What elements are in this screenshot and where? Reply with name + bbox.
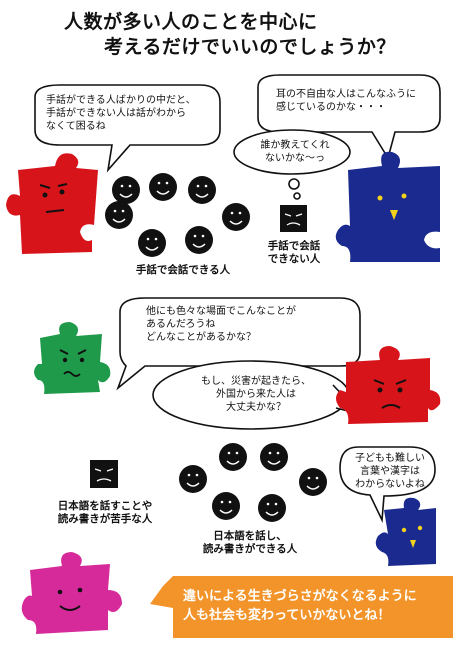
bubble-4-line-3: どんなことがあるかな？ [146,332,256,343]
bubble-1-text: 手話ができる人ばかりの中だと、 手話ができない人は話がわから なくて困るね [46,94,216,133]
label-jp-ok-line-1: 日本語を話し、 [213,530,287,542]
banner-line-2: 人も社会も変わっていかないとね！ [183,608,391,623]
bubble-4-line-1: 他にも色々な場面でこんなことが [146,306,296,317]
label-jp-ok-line-2: 読み書きができる人 [202,543,298,555]
bubble-5-line-2: 外国から来た人は [216,389,296,400]
title-line-1: 人数が多い人のことを中心に [64,11,318,33]
bubble-4-text: 他にも色々な場面でこんなことが あるんだろうね どんなことがあるかな？ [146,305,356,344]
bubble-4-line-2: あるんだろうね [146,319,216,330]
label-no-sign: 手話で会話 できない人 [258,240,330,266]
bubble-5-line-3: 大丈夫かな？ [226,402,286,413]
green-puzzle-character [34,322,111,394]
thought-bubble-text: 誰か教えてくれ ないかな～っ [250,139,340,165]
thought-bubble [233,129,351,175]
bubble-2-line-2: 感じているのかな・・・ [276,102,386,113]
speech-bubble-6 [339,446,436,524]
bubble-5-text: もし、災害が起きたら、 外国から来た人は 大丈夫かな？ [196,375,316,414]
bubble-6-text: 子どもも難しい 言葉や漢字は わからないよね [350,452,430,491]
label-no-sign-line-1: 手話で会話 [267,240,321,252]
bubble-6-line-1: 子どもも難しい [355,453,425,464]
banner-text: 違いによる生きづらさがなくなるように 人も社会も変わっていかないとね！ [183,587,453,625]
blue-puzzle-character-bottom [375,497,436,566]
bubble-2-line-1: 耳の不自由な人はこんなふうに [276,89,416,100]
thought-dot-large [288,178,300,190]
blue-puzzle-character-top [335,151,440,262]
label-jp-hard-line-2: 読み書きが苦手な人 [57,513,153,525]
bubble-6-line-3: わからないよね [355,479,425,490]
language-group-faces [179,443,327,522]
page-title: 人数が多い人のことを中心に 考えるだけでいいのでしょうか？ [64,10,444,60]
thought-dot-small [293,192,301,200]
orange-banner [150,576,453,638]
bubble-3-line-1: 誰か教えてくれ [260,140,330,151]
worried-square-top [280,205,307,232]
title-line-2: 考えるだけでいいのでしょうか？ [104,36,396,58]
label-no-sign-line-2: できない人 [267,253,321,265]
speech-bubble-1 [34,84,221,173]
bubble-3-line-2: ないかな～っ [265,153,325,164]
worried-square-bottom [90,460,118,488]
label-jp-hard-line-1: 日本語を話すことや [57,500,153,512]
red-puzzle-character-top [6,153,98,254]
sign-group-faces [105,173,250,257]
bubble-6-line-2: 言葉や漢字は [360,466,420,477]
banner-line-1: 違いによる生きづらさがなくなるように [183,589,417,604]
label-jp-ok: 日本語を話し、 読み書きができる人 [190,530,310,556]
label-sign-group: 手話で会話できる人 [135,264,231,276]
magenta-puzzle-character [21,552,122,634]
bubble-2-text: 耳の不自由な人はこんなふうに 感じているのかな・・・ [276,88,436,114]
bubble-1-line-3: なくて困るね [46,121,106,132]
bubble-1-line-1: 手話ができる人ばかりの中だと、 [46,95,196,106]
red-puzzle-character-right [336,346,441,424]
label-jp-hard: 日本語を話すことや 読み書きが苦手な人 [40,500,170,526]
bubble-5-line-1: もし、災害が起きたら、 [201,376,311,387]
bubble-1-line-2: 手話ができない人は話がわから [46,108,186,119]
